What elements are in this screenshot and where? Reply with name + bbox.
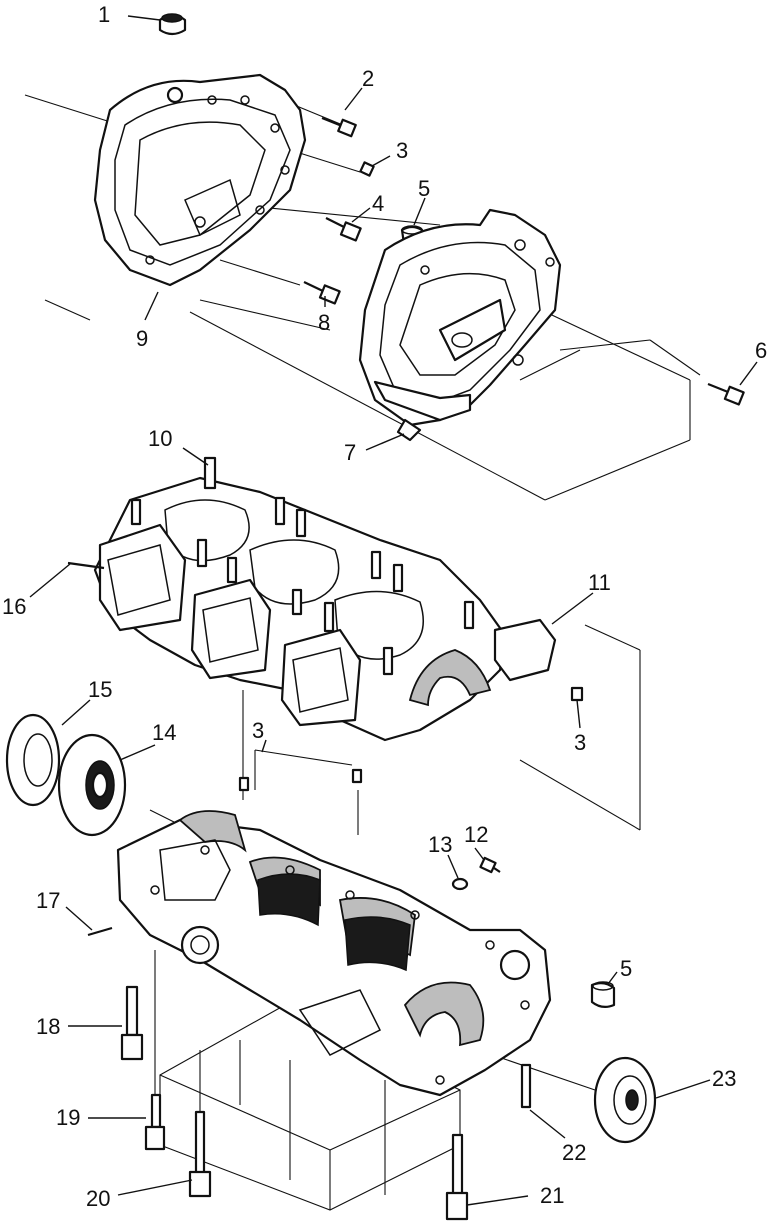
part-22-stud	[520, 1063, 532, 1109]
callout-3b: 3	[252, 718, 264, 743]
part-23-seal	[593, 1056, 657, 1144]
callout-8: 8	[318, 310, 330, 335]
part-8-bolt	[303, 281, 341, 305]
callout-labels: 1 2 3 4 5 6 7 8 9 10 11 3 3 12 13 14 15 …	[2, 2, 767, 1211]
callout-4: 4	[372, 191, 384, 216]
callout-13: 13	[428, 832, 452, 857]
part-19-bolt	[144, 1093, 166, 1151]
part-5-bushing-lower	[590, 981, 616, 1009]
callout-12: 12	[464, 822, 488, 847]
callout-11: 11	[588, 570, 611, 595]
part-7-right-cover	[358, 208, 562, 442]
callout-7: 7	[344, 440, 356, 465]
lower-crankcase	[116, 810, 552, 1097]
part-1-cap	[158, 13, 187, 36]
part-14-seal	[57, 733, 127, 837]
callout-1: 1	[98, 2, 110, 27]
leader-lines	[29, 15, 758, 1206]
part-13-washer	[451, 877, 469, 891]
part-2-bolt	[321, 116, 357, 138]
part-17-pin	[87, 926, 113, 937]
upper-crankcase	[67, 456, 557, 742]
part-3-dowel-pair	[238, 768, 363, 792]
callout-5a: 5	[418, 176, 430, 201]
callout-14: 14	[152, 720, 176, 745]
part-10-studs	[130, 456, 475, 676]
part-16-stud	[67, 561, 105, 570]
callout-15: 15	[88, 677, 112, 702]
callout-9: 9	[136, 326, 148, 351]
part-9-housing-cover	[93, 73, 307, 287]
callout-23: 23	[712, 1066, 736, 1091]
part-4-bolt	[325, 217, 362, 242]
callout-21: 21	[540, 1183, 564, 1208]
part-3-dowel-mid	[570, 686, 584, 702]
part-12-bolt	[479, 856, 501, 874]
part-15-seal	[5, 713, 61, 807]
callout-2: 2	[362, 66, 374, 91]
callout-20: 20	[86, 1186, 110, 1211]
callout-22: 22	[562, 1140, 586, 1165]
callout-19: 19	[56, 1105, 80, 1130]
callout-17: 17	[36, 888, 60, 913]
callout-6: 6	[755, 338, 767, 363]
callout-5b: 5	[620, 956, 632, 981]
callout-10: 10	[148, 426, 172, 451]
callout-3c: 3	[574, 730, 586, 755]
callout-3a: 3	[396, 138, 408, 163]
part-6-bolt	[707, 382, 745, 406]
part-3-dowel-upper	[359, 161, 375, 177]
callout-16: 16	[2, 594, 26, 619]
part-18-bolt	[120, 985, 144, 1061]
part-20-bolt	[188, 1110, 212, 1198]
callout-18: 18	[36, 1014, 60, 1039]
part-21-bolt	[445, 1133, 469, 1221]
